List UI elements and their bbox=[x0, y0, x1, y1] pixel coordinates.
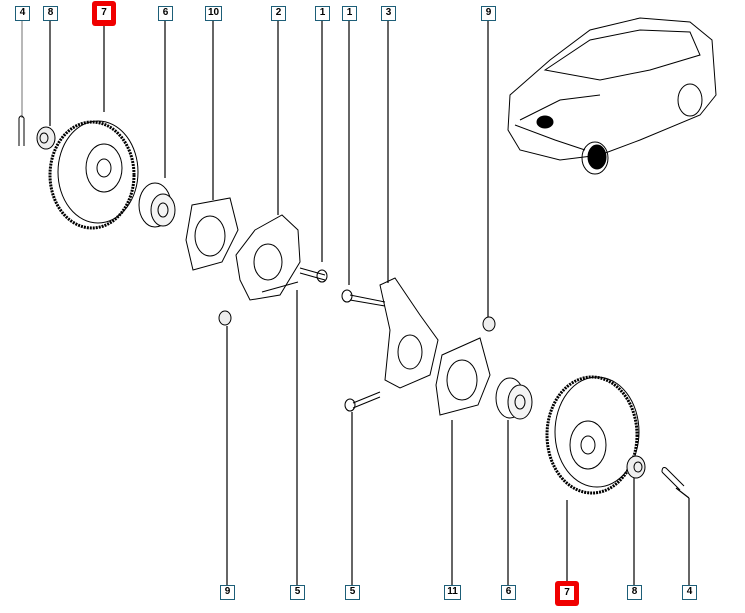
callout-number: 7 bbox=[560, 586, 574, 600]
callout-label[interactable]: 1 bbox=[315, 6, 330, 21]
car-illustration bbox=[507, 17, 717, 175]
callout-label[interactable]: 5 bbox=[290, 585, 305, 600]
callout-label[interactable]: 3 bbox=[381, 6, 396, 21]
bolts-right bbox=[341, 289, 496, 412]
callout-label-highlighted[interactable]: 7 bbox=[555, 581, 579, 606]
leader-lines bbox=[21, 21, 690, 586]
callout-label-highlighted[interactable]: 7 bbox=[92, 1, 116, 26]
callout-label[interactable]: 2 bbox=[271, 6, 286, 21]
cotter-pin-left bbox=[18, 115, 25, 146]
splash-shield-left bbox=[185, 197, 239, 271]
callout-number: 7 bbox=[97, 6, 111, 20]
hub-nut-right bbox=[626, 455, 646, 479]
callout-label[interactable]: 8 bbox=[627, 585, 642, 600]
brake-disc-right bbox=[545, 375, 640, 495]
steering-knuckle-right bbox=[379, 277, 439, 389]
brake-disc-left bbox=[48, 120, 139, 230]
callout-label[interactable]: 4 bbox=[682, 585, 697, 600]
callout-label[interactable]: 9 bbox=[220, 585, 235, 600]
cotter-pin-right bbox=[661, 467, 685, 491]
callout-label[interactable]: 1 bbox=[342, 6, 357, 21]
callout-label[interactable]: 6 bbox=[501, 585, 516, 600]
callout-label[interactable]: 4 bbox=[15, 6, 30, 21]
callout-label[interactable]: 8 bbox=[43, 6, 58, 21]
wheel-hub-right bbox=[495, 377, 533, 420]
callout-label[interactable]: 10 bbox=[205, 6, 222, 21]
wheel-hub-left bbox=[138, 182, 176, 228]
callout-label[interactable]: 9 bbox=[481, 6, 496, 21]
hub-nut-left bbox=[36, 126, 56, 150]
splash-shield-right bbox=[435, 337, 491, 416]
steering-knuckle-left bbox=[235, 214, 301, 301]
callout-label[interactable]: 5 bbox=[345, 585, 360, 600]
bolts-left bbox=[218, 267, 328, 326]
callout-label[interactable]: 11 bbox=[444, 585, 461, 600]
callout-label[interactable]: 6 bbox=[158, 6, 173, 21]
